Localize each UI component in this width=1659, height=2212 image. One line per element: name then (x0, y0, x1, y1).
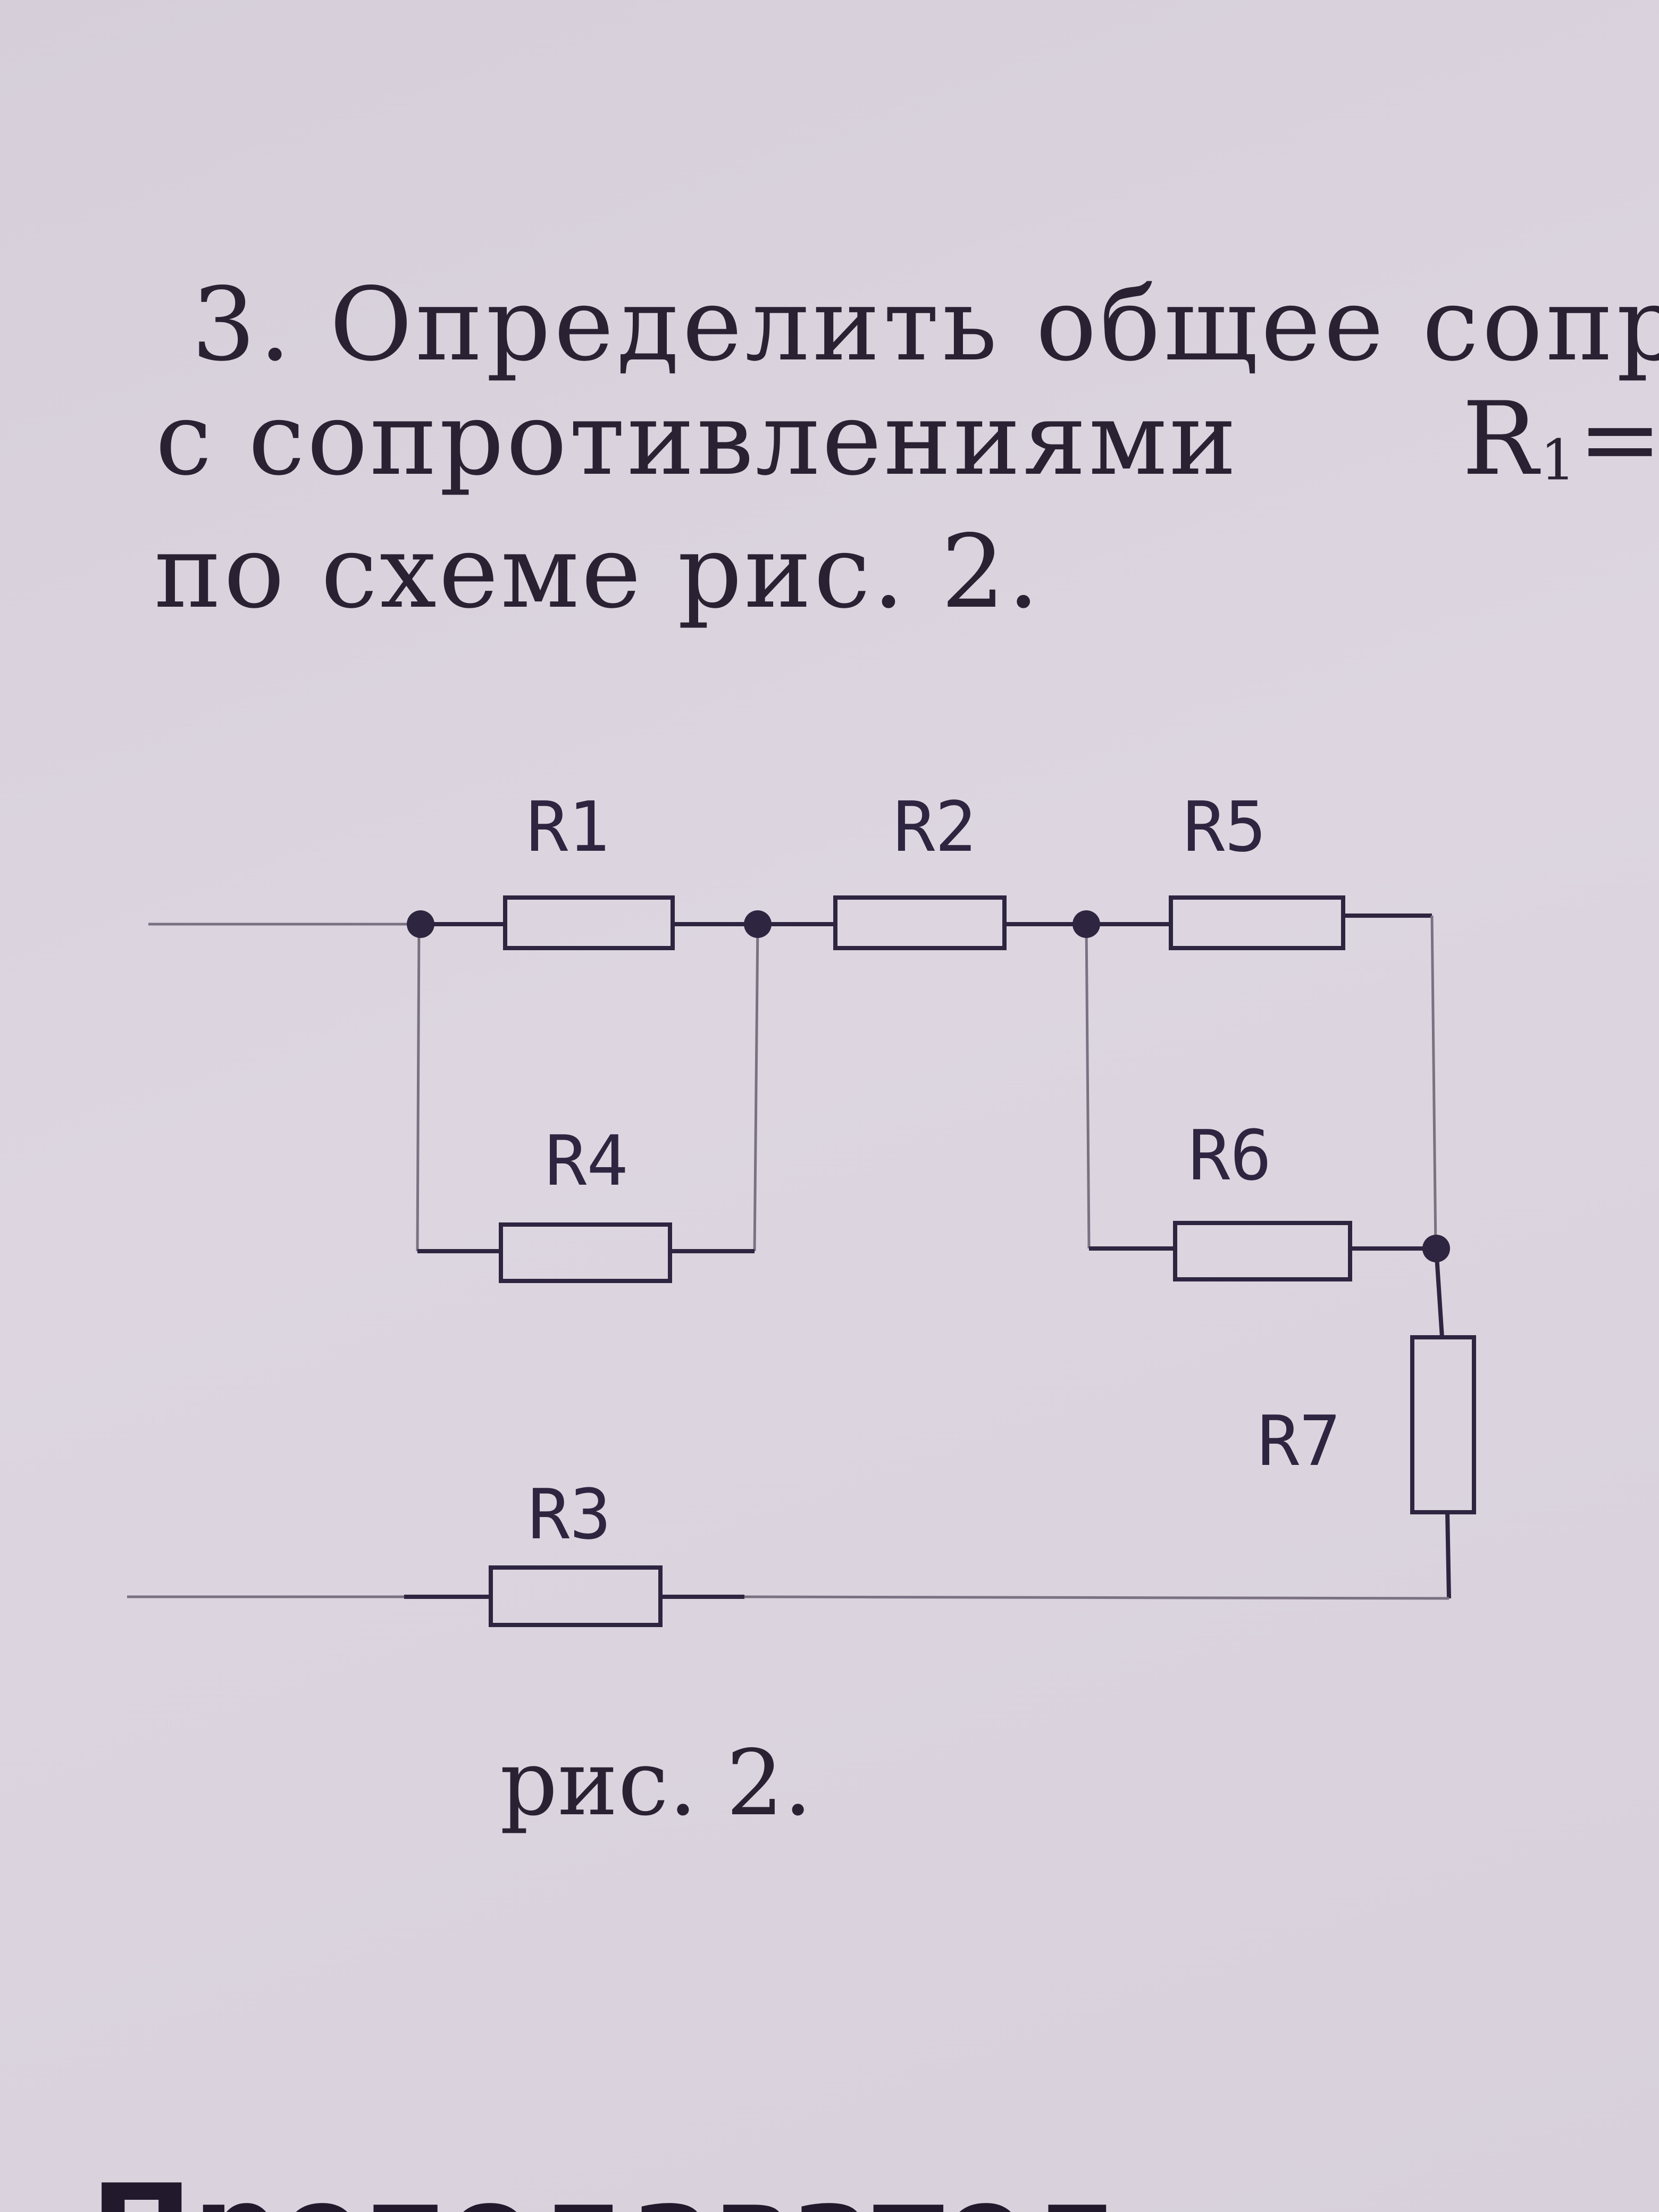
resistor-r5 (1169, 895, 1345, 950)
label-r6: R6 (1188, 1115, 1272, 1196)
resistor-r1 (503, 895, 675, 950)
wire (1434, 1248, 1444, 1338)
wire (744, 1595, 1449, 1600)
equals-sign: = (1578, 380, 1659, 498)
label-r7: R7 (1258, 1401, 1341, 1481)
label-r5: R5 (1183, 786, 1267, 867)
problem-line-3: по схеме рис. 2. (154, 513, 1042, 631)
problem-line-2-text: с сопротивлениями (155, 380, 1239, 498)
junction-node (1073, 910, 1100, 938)
junction-node (407, 910, 434, 938)
junction-node (1422, 1235, 1450, 1262)
problem-line-2: с сопротивлениями R1= (155, 380, 1659, 498)
r1-subscript: 1 (1540, 428, 1578, 493)
label-r4: R4 (545, 1120, 629, 1201)
resistor-r7 (1410, 1335, 1476, 1514)
resistor-r6 (1173, 1221, 1352, 1281)
label-r2: R2 (893, 786, 977, 867)
wire (1085, 924, 1091, 1249)
figure-caption: рис. 2. (500, 1731, 812, 1836)
wire (753, 924, 759, 1252)
resistor-r4 (499, 1222, 672, 1283)
wire (1430, 915, 1437, 1249)
wire (1445, 1512, 1451, 1599)
label-r1: R1 (526, 786, 610, 867)
problem-line-1: 3. Определить общее сопр (191, 266, 1659, 383)
label-r3: R3 (528, 1474, 611, 1555)
resistor-r2 (833, 895, 1007, 950)
resistor-r3 (489, 1565, 663, 1627)
wire (416, 924, 421, 1252)
junction-node (744, 910, 772, 938)
r1-symbol: R (1462, 380, 1540, 498)
footer-heading: Преподавател (90, 2159, 1117, 2212)
